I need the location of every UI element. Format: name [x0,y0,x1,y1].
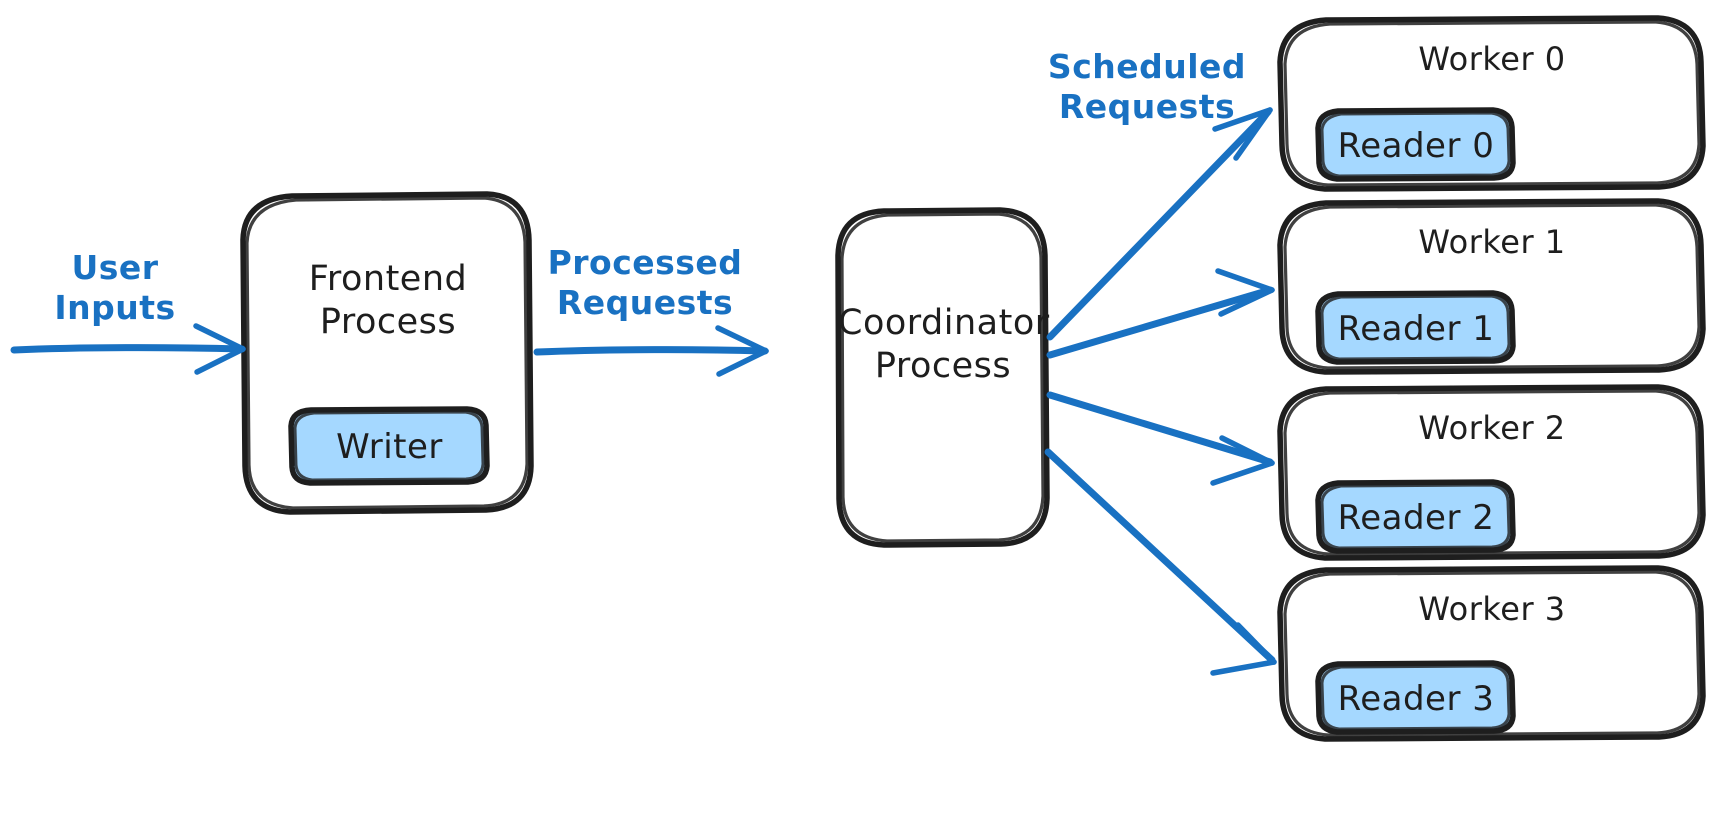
worker-3-hit[interactable] [1280,568,1703,739]
arrow-processed-requests [533,325,769,377]
arrow-to-worker-2 [1046,391,1275,486]
arrow-to-worker-3 [1044,448,1277,676]
worker-0-hit[interactable] [1280,18,1703,189]
worker-1-hit[interactable] [1280,201,1703,372]
worker-2-hit[interactable] [1280,387,1703,558]
reader-3-box[interactable] [1315,660,1516,735]
arrow-to-worker-0 [1046,107,1273,341]
coordinator-process-hit[interactable] [838,210,1047,545]
reader-0-box[interactable] [1315,107,1516,182]
frontend-process-hit[interactable] [243,194,531,512]
reader-2-box[interactable] [1315,479,1516,554]
writer-box[interactable] [288,406,490,486]
arrow-user-inputs [10,323,246,375]
arrow-to-worker-1 [1046,268,1275,359]
reader-1-box[interactable] [1315,290,1516,365]
coordinator-process-box[interactable] [835,207,1050,548]
